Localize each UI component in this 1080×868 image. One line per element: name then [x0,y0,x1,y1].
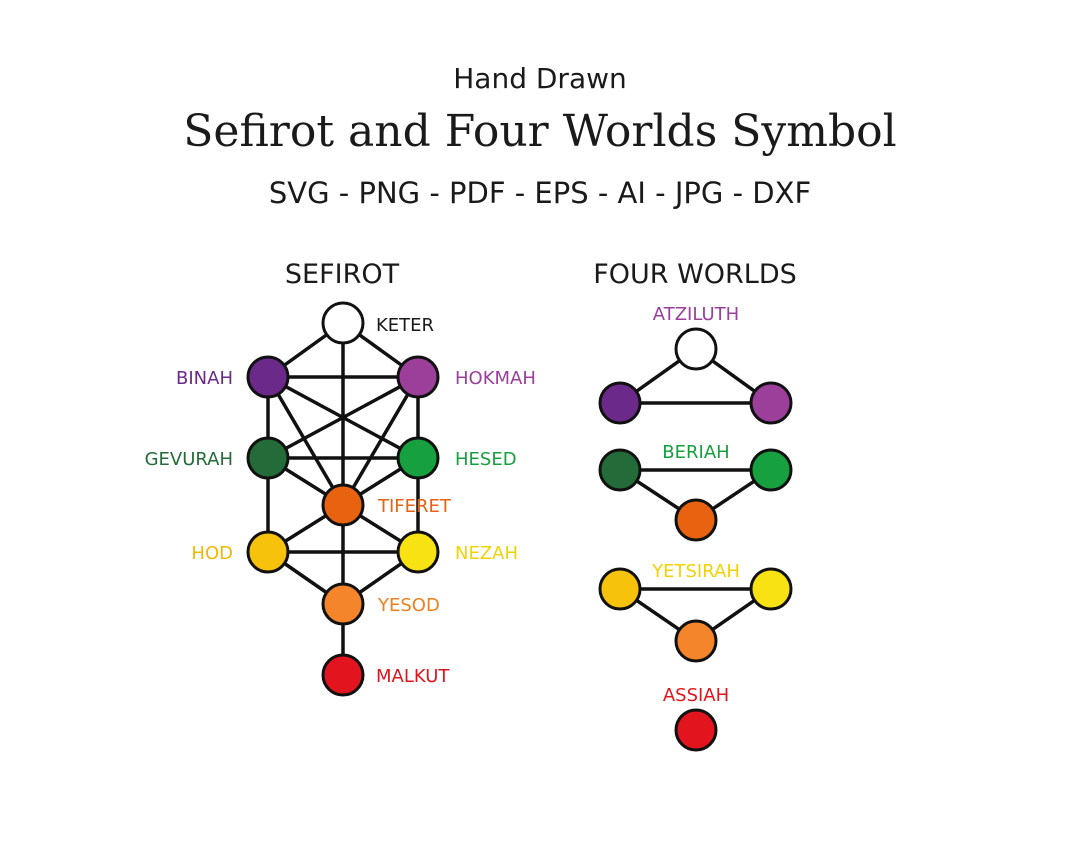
diagram-subtitle: Hand Drawn [453,62,627,95]
label-malkut: MALKUT [376,666,450,687]
sefirah-hesed-node [396,436,440,480]
path-hokmah-gevurah [267,375,419,460]
sefirah-nezah-node [396,530,440,574]
sefirah-tiferet-node [321,483,365,527]
label-yesod: YESOD [377,595,440,616]
sefirah-keter-node [321,301,365,345]
sefirah-hod-node [246,530,290,574]
sefirah-yesod-node [321,582,365,626]
label-beriah: BERIAH [662,442,729,463]
label-tiferet: TIFERET [377,496,452,517]
label-nezah: NEZAH [455,543,518,564]
atziluth-right-node [749,381,793,425]
atziluth-top-node [674,327,718,371]
label-assiah: ASSIAH [663,685,729,706]
world-yetsirah: YETSIRAH [598,561,793,663]
label-gevurah: GEVURAH [145,449,233,470]
beriah-right-node [749,448,793,492]
label-hokmah: HOKMAH [455,368,536,389]
path-hokmah-tiferet [341,376,420,506]
sefirot-heading: SEFIROT [285,259,400,290]
four-worlds-heading: FOUR WORLDS [593,259,797,290]
beriah-bottom-node [674,498,718,542]
yetsirah-bottom-node [674,619,718,663]
world-atziluth: ATZILUTH [598,304,793,425]
label-yetsirah: YETSIRAH [651,561,740,582]
atziluth-left-node [598,381,642,425]
label-atziluth: ATZILUTH [653,304,739,325]
assiah-node [674,708,718,752]
sefirot-nodes [246,301,440,697]
label-hesed: HESED [455,449,517,470]
file-formats-line: SVG - PNG - PDF - EPS - AI - JPG - DXF [268,176,812,210]
sefirot-labels: KETER BINAH HOKMAH GEVURAH HESED TIFERET… [145,315,536,687]
label-keter: KETER [376,315,434,336]
sefirah-binah-node [246,355,290,399]
path-binah-tiferet [266,376,345,506]
world-beriah: BERIAH [598,442,793,542]
beriah-left-node [598,448,642,492]
sefirah-gevurah-node [246,436,290,480]
sefirah-hokmah-node [396,355,440,399]
label-hod: HOD [191,543,233,564]
diagram-title: Sefirot and Four Worlds Symbol [183,106,897,157]
world-assiah: ASSIAH [663,685,729,752]
label-binah: BINAH [176,368,233,389]
yetsirah-left-node [598,567,642,611]
yetsirah-right-node [749,567,793,611]
sefirah-malkut-node [321,653,365,697]
